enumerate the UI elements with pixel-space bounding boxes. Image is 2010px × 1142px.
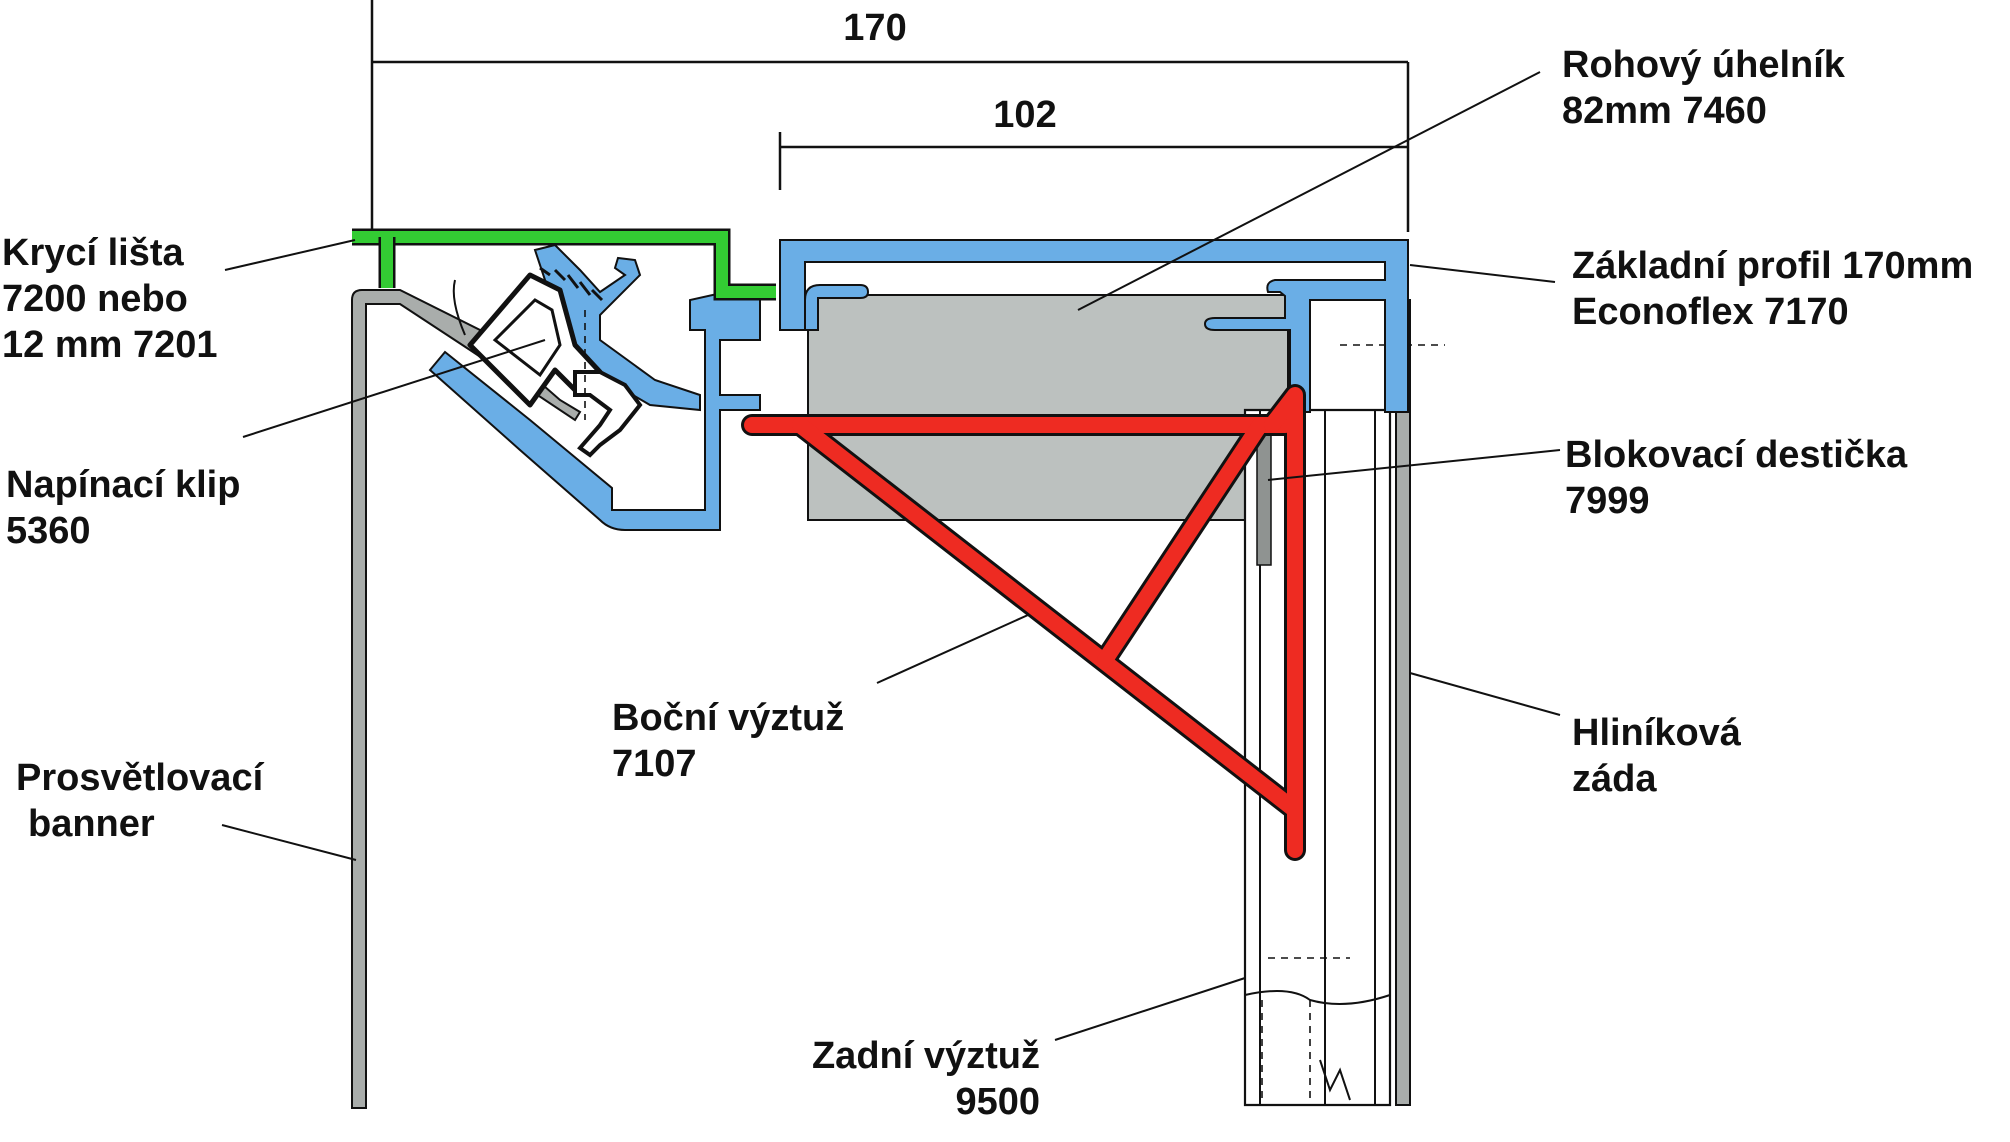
label-aluminium-back-line1: Hliníková [1572,712,1742,754]
aluminium-back-shape [1395,299,1411,1106]
label-tension-clip-line1: Napínací klip [6,464,240,506]
label-side-brace-line2: 7107 [612,743,697,785]
leader-cover-strip [224,239,356,271]
label-rear-brace-line2: 9500 [955,1081,1040,1123]
label-backlit-banner-line2: banner [28,803,155,845]
label-aluminium-back-line2: záda [1572,758,1657,800]
leader-side-brace [876,614,1029,684]
label-locking-plate-line1: Blokovací destička [1565,434,1908,476]
backlit-banner-shape [351,289,582,1109]
cover-strip-shape [352,228,776,301]
label-side-brace-line1: Boční výztuž [612,697,844,739]
label-corner-bracket-line1: Rohový úhelník [1562,44,1846,86]
label-cover-strip-line1: Krycí lišta [2,232,185,274]
label-base-profile: Základní profil 170mm Econoflex 7170 [1572,245,1973,333]
label-tension-clip-line2: 5360 [6,510,91,552]
dimension-170: 170 [370,0,1410,232]
rear-brace-shape [1243,344,1445,1107]
leader-tension-clip [242,339,546,438]
label-base-profile-line1: Základní profil 170mm [1572,245,1973,287]
label-locking-plate-line2: 7999 [1565,480,1650,522]
dimension-102: 102 [778,94,1408,190]
leader-aluminium-back [1409,672,1561,716]
leader-banner [221,824,357,861]
label-corner-bracket-line2: 82mm 7460 [1562,90,1767,132]
dimension-102-label: 102 [993,94,1056,136]
label-cover-strip-line3: 12 mm 7201 [2,324,218,366]
label-base-profile-line2: Econoflex 7170 [1572,291,1849,333]
label-aluminium-back: Hliníková záda [1572,712,1742,800]
label-backlit-banner-line1: Prosvětlovací [16,757,265,799]
label-cover-strip: Krycí lišta 7200 nebo 12 mm 7201 [2,232,218,366]
tension-clip-shape [452,266,643,458]
label-cover-strip-line2: 7200 nebo [2,278,188,320]
label-rear-brace: Zadní výztuž 9500 [812,1035,1040,1123]
dimension-170-label: 170 [843,7,906,49]
leader-lines [221,71,1561,1041]
leader-rear-brace [1054,977,1246,1041]
leader-corner-bracket [1077,71,1541,311]
label-rear-brace-line1: Zadní výztuž [812,1035,1040,1077]
label-tension-clip: Napínací klip 5360 [6,464,240,552]
leader-base-profile [1409,264,1556,283]
leader-locking-plate [1267,449,1561,481]
label-locking-plate: Blokovací destička 7999 [1565,434,1908,522]
label-backlit-banner: Prosvětlovací banner [16,757,265,845]
locking-plate-shape [1256,429,1272,566]
label-corner-bracket: Rohový úhelník 82mm 7460 [1562,44,1846,132]
label-side-brace: Boční výztuž 7107 [612,697,844,785]
side-brace-shape [741,384,1306,861]
